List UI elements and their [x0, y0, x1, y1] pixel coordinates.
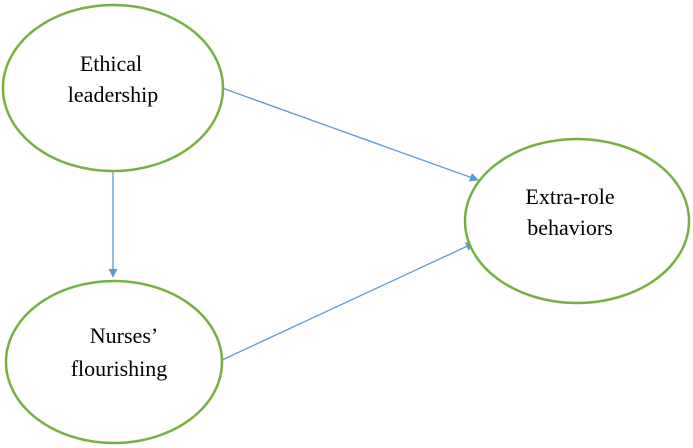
- node-nurses-flourishing-ellipse: [4, 279, 224, 445]
- node-ethical-leadership-line2: leadership: [68, 82, 158, 107]
- node-nurses-flourishing-line1: Nurses’: [90, 323, 158, 348]
- node-extra-role-line2: behaviors: [527, 215, 613, 240]
- node-extra-role-behaviors: Extra-role behaviors: [463, 137, 691, 305]
- arrow-ethical-to-extra-role: [221, 87, 479, 182]
- arrow-flourishing-to-extra-role: [221, 242, 475, 361]
- node-ethical-leadership: Ethical leadership: [1, 3, 225, 173]
- node-extra-role-line1: Extra-role: [525, 184, 614, 209]
- node-nurses-flourishing: Nurses’ flourishing: [4, 279, 224, 445]
- node-ethical-leadership-line1: Ethical: [80, 51, 142, 76]
- node-ethical-leadership-ellipse: [1, 3, 225, 173]
- node-extra-role-behaviors-ellipse: [463, 137, 691, 305]
- node-nurses-flourishing-line2: flourishing: [71, 356, 168, 381]
